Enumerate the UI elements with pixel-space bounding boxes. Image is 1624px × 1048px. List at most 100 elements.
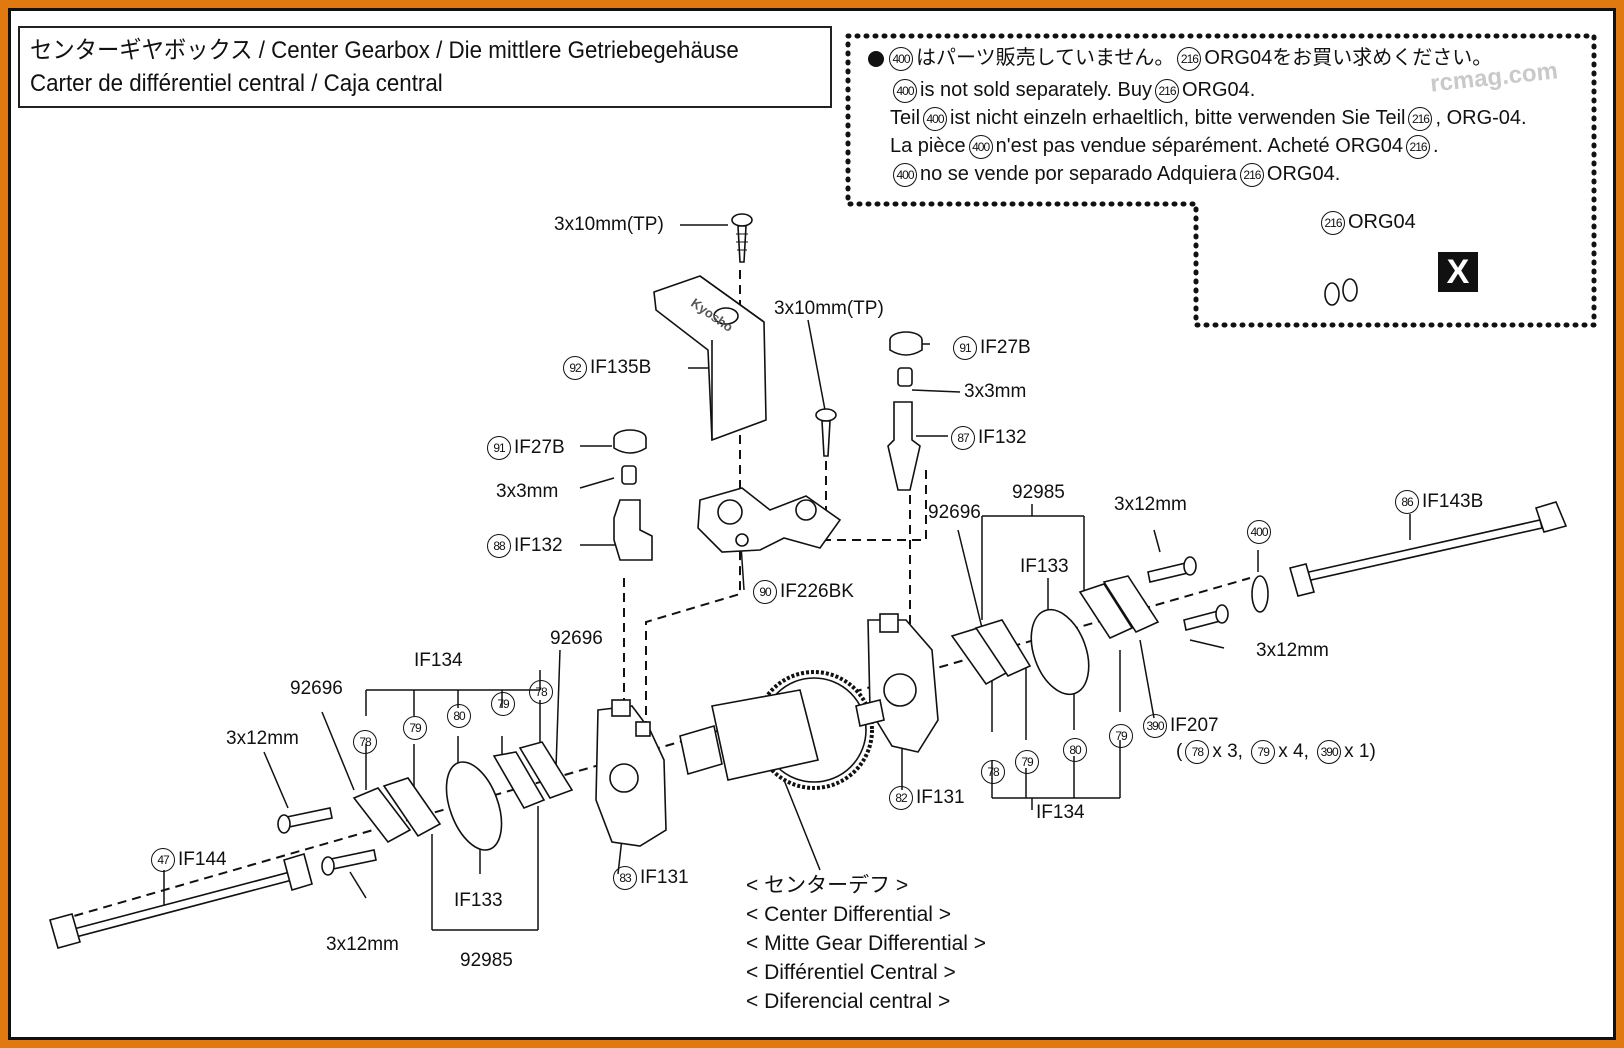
label-400: 400 (1244, 520, 1274, 544)
part-ref-216: 216 (1239, 162, 1264, 187)
part-number-90: 90 (753, 580, 777, 604)
part-number-400: 400 (1247, 520, 1271, 544)
label-l79a: 79 (400, 716, 430, 740)
label-r80: 80 (1060, 738, 1090, 762)
note-en-text-b: ORG04. (1181, 79, 1256, 101)
label-if133-left: IF133 (454, 890, 503, 911)
part-code: IF226BK (780, 581, 854, 603)
part-number-82: 82 (889, 786, 913, 810)
part-number-88: 88 (487, 534, 511, 558)
part-code: IF131 (916, 787, 965, 809)
label-92696-right: 92696 (928, 502, 981, 523)
note-fr-text-b: n'est pas vendue séparément. Acheté ORG0… (995, 135, 1404, 157)
part-number-390: 390 (1317, 740, 1342, 764)
label-screw-left-2: 3x12mm (326, 934, 399, 955)
label-r79b: 79 (1106, 724, 1136, 748)
part-code: IF135B (590, 357, 652, 379)
label-92985-left: 92985 (460, 950, 513, 971)
part-ref-216: 216 (1177, 46, 1202, 71)
part-code: IF143B (1422, 491, 1484, 513)
note-fr-text-c: . (1433, 135, 1439, 157)
note-de-text-c: , ORG-04. (1435, 107, 1527, 129)
part-number-78: 78 (1185, 740, 1210, 764)
part-number-91: 91 (953, 336, 977, 360)
title-line-2: Carter de différentiel central / Caja ce… (30, 70, 443, 97)
label-setscrew-right: 3x3mm (964, 381, 1027, 402)
part-number-91: 91 (487, 436, 511, 460)
part-number-79: 79 (1109, 724, 1133, 748)
part-ref-216: 216 (1154, 78, 1179, 103)
part-number-86: 86 (1395, 490, 1419, 514)
label-l79b: 79 (488, 692, 518, 716)
part-number-87: 87 (951, 426, 975, 450)
part-number-79: 79 (1015, 750, 1039, 774)
label-92696-left-2: 92696 (550, 628, 603, 649)
title-box: センターギヤボックス / Center Gearbox / Die mittle… (18, 26, 832, 108)
part-number-78: 78 (353, 730, 377, 754)
part-number-83: 83 (613, 866, 637, 890)
qty-text: x 4, (1278, 741, 1309, 763)
part-number-78: 78 (981, 760, 1005, 784)
center-diff-caption-es: < Diferencial central > (746, 990, 951, 1013)
label-r78: 78 (978, 760, 1008, 784)
part-code: IF27B (980, 337, 1031, 359)
note-border (845, 33, 1597, 328)
note-es-text-a: no se vende por separado Adquiera (920, 163, 1237, 185)
part-number-80: 80 (1063, 738, 1087, 762)
label-screw-mid: 3x10mm(TP) (774, 298, 884, 319)
label-l78a: 78 (350, 730, 380, 754)
part-number-79: 79 (1251, 740, 1276, 764)
label-screw-left-1: 3x12mm (226, 728, 299, 749)
note-en-text-a: is not sold separately. Buy (920, 79, 1152, 101)
part-number-79: 79 (403, 716, 427, 740)
part-number-92: 92 (563, 356, 587, 380)
note-es-text-b: ORG04. (1266, 163, 1341, 185)
label-r79a: 79 (1012, 750, 1042, 774)
part-ref-216: 216 (1406, 134, 1431, 159)
part-ref-216: 216 (1321, 210, 1345, 235)
note-de-text-a: Teil (890, 107, 921, 129)
part-number-80: 80 (447, 704, 471, 728)
part-ref-400: 400 (968, 134, 993, 159)
center-diff-caption-de: < Mitte Gear Differential > (746, 932, 987, 955)
center-diff-caption-fr: < Différentiel Central > (746, 961, 956, 984)
center-diff-caption-en: < Center Differential > (746, 903, 952, 926)
label-screw-top: 3x10mm(TP) (554, 214, 664, 235)
note-jp-text-b: ORG04をお買い求めください。 (1204, 47, 1493, 69)
part-ref-216: 216 (1408, 106, 1433, 131)
x-mark-icon: X (1438, 252, 1478, 292)
part-number-47: 47 (151, 848, 175, 872)
title-line-1: センターギヤボックス / Center Gearbox / Die mittle… (30, 37, 739, 64)
qty-text: x 1) (1344, 741, 1376, 763)
part-code: IF132 (514, 535, 563, 557)
part-ref-400: 400 (893, 78, 917, 103)
label-setscrew-left: 3x3mm (496, 481, 559, 502)
label-l78b: 78 (526, 680, 556, 704)
label-if133-right: IF133 (1020, 556, 1069, 577)
bullet-icon (868, 50, 884, 67)
org04-text: ORG04 (1348, 211, 1416, 233)
label-if134-right: IF134 (1036, 802, 1085, 823)
part-ref-400: 400 (893, 162, 917, 187)
label-92696-left-1: 92696 (290, 678, 343, 699)
part-code: IF207 (1170, 715, 1219, 737)
note-de-text-b: ist nicht einzeln erhaeltlich, bitte ver… (950, 107, 1406, 129)
part-number-79: 79 (491, 692, 515, 716)
label-92985-right: 92985 (1012, 482, 1065, 503)
